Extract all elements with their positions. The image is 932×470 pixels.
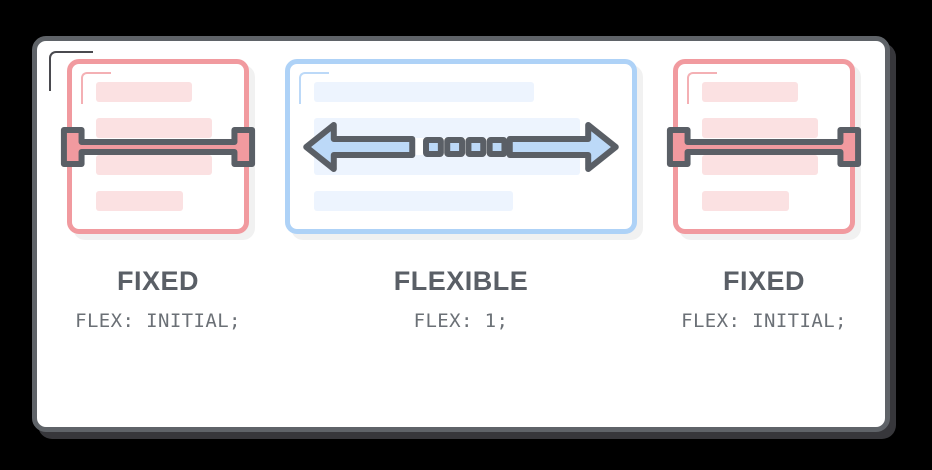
spacer-dot <box>490 140 505 154</box>
content-line <box>702 190 790 211</box>
card-content-lines <box>290 64 632 229</box>
card-content-lines <box>72 64 244 229</box>
column-code: FLEX: 1; <box>413 310 509 332</box>
column-flexible-center: FLEXIBLE FLEX: 1; <box>285 59 637 331</box>
column-code: FLEX: INITIAL; <box>75 310 241 332</box>
column-title: FLEXIBLE <box>393 266 529 296</box>
fixed-width-ibeam-icon <box>60 124 256 170</box>
card-corner-accent <box>81 72 111 104</box>
content-line <box>314 118 580 139</box>
content-line <box>96 154 213 175</box>
content-line <box>702 82 799 102</box>
card-fixed-right[interactable] <box>673 59 855 234</box>
caption-fixed-right: FIXED FLEX: INITIAL; <box>681 268 847 331</box>
content-line <box>314 190 514 211</box>
card-corner-accent <box>299 72 329 104</box>
card-fixed-left[interactable] <box>67 59 249 234</box>
content-line <box>96 190 184 211</box>
column-fixed-right: FIXED FLEX: INITIAL; <box>673 59 855 331</box>
content-line <box>702 118 819 139</box>
caption-flexible-center: FLEXIBLE FLEX: 1; <box>394 268 529 331</box>
card-flexible-center[interactable] <box>285 59 637 234</box>
spacer-dot <box>447 140 462 154</box>
flex-row: FIXED FLEX: INITIAL; <box>37 41 885 427</box>
viewport-frame: FIXED FLEX: INITIAL; <box>32 36 890 432</box>
column-code: FLEX: INITIAL; <box>681 310 847 332</box>
fixed-width-ibeam-icon <box>666 124 862 170</box>
content-line <box>314 82 535 102</box>
content-line <box>96 118 213 139</box>
caption-fixed-left: FIXED FLEX: INITIAL; <box>75 268 241 331</box>
content-line <box>702 154 819 175</box>
spacer-dot <box>468 140 483 154</box>
column-fixed-left: FIXED FLEX: INITIAL; <box>67 59 249 331</box>
content-line <box>314 154 580 175</box>
horizontal-double-arrow-icon <box>302 119 620 175</box>
column-title: FIXED <box>722 266 805 296</box>
column-title: FIXED <box>116 266 199 296</box>
card-corner-accent <box>687 72 717 104</box>
card-content-lines <box>678 64 850 229</box>
spacer-dot <box>426 140 441 154</box>
content-line <box>96 82 193 102</box>
